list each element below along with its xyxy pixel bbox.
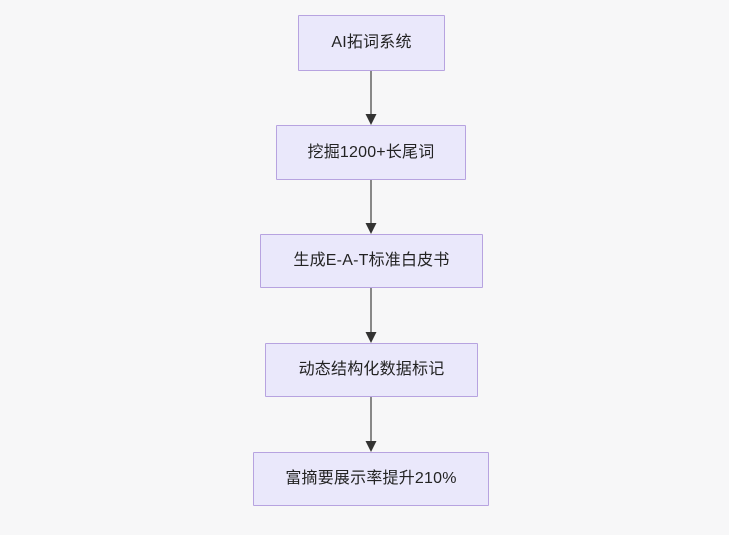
flow-node-ai-keyword-system[interactable]: AI拓词系统	[298, 15, 445, 71]
edge-n1-n2	[363, 71, 379, 126]
flow-node-label: 挖掘1200+长尾词	[307, 143, 435, 161]
flow-node-dynamic-structured-data-markup[interactable]: 动态结构化数据标记	[265, 343, 478, 397]
edge-n2-n3	[363, 180, 379, 235]
flow-node-mine-longtail-keywords[interactable]: 挖掘1200+长尾词	[276, 125, 466, 180]
flow-node-label: 生成E-A-T标准白皮书	[293, 252, 450, 269]
flow-node-rich-snippet-rate-increase[interactable]: 富摘要展示率提升210%	[253, 452, 489, 506]
flow-node-label: AI拓词系统	[331, 34, 412, 51]
flow-node-label: 动态结构化数据标记	[298, 361, 445, 378]
edge-n4-n5	[363, 397, 379, 453]
flow-node-label: 富摘要展示率提升210%	[285, 470, 457, 487]
flow-node-generate-eat-whitepaper[interactable]: 生成E-A-T标准白皮书	[260, 234, 483, 288]
edge-n3-n4	[363, 288, 379, 344]
